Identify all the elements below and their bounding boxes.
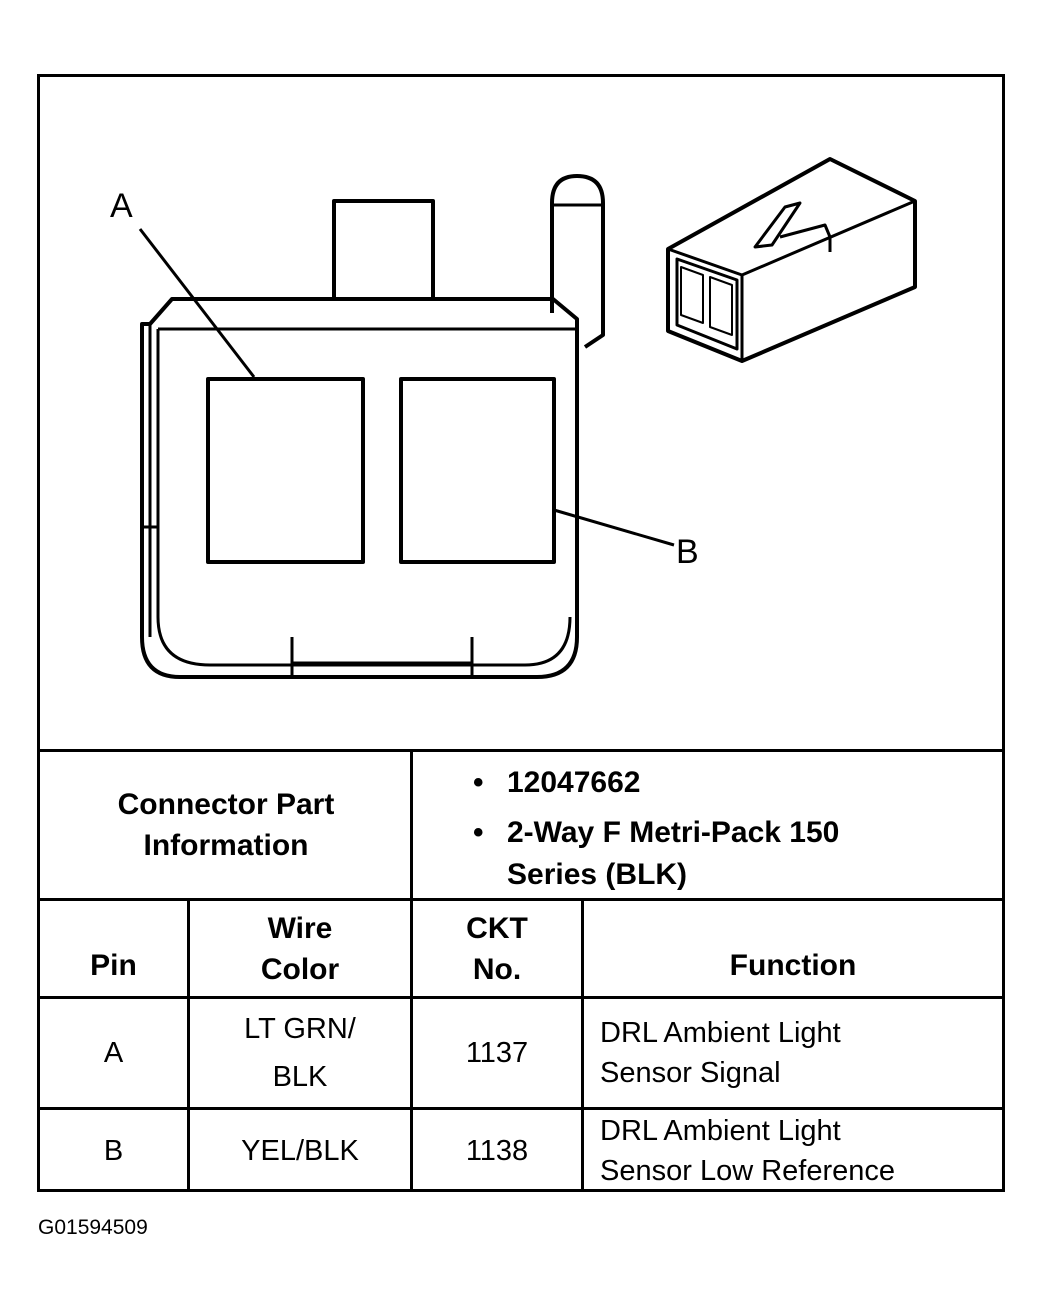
- locking-tab-shape: [332, 199, 435, 301]
- row-b-pin: B: [103, 1135, 124, 1167]
- connector-face-drawing: [138, 157, 917, 679]
- connector-info-label: Connector Part Information: [117, 788, 335, 862]
- bottom-notch: [290, 637, 474, 675]
- header-function: Function: [729, 949, 857, 982]
- connector-info-item: • 12047662: [473, 762, 993, 804]
- connector-illustration: A B: [40, 77, 1002, 749]
- connector-info-table: Connector Part Information • 12047662 • …: [40, 749, 1002, 1189]
- polarizing-rib: [550, 174, 605, 349]
- pin-b-label: B: [676, 533, 699, 571]
- row-b-ckt: 1138: [465, 1135, 529, 1167]
- row-b-wire-color: YEL/BLK: [241, 1135, 359, 1167]
- connector-description: 2-Way F Metri-Pack 150 Series (BLK): [507, 816, 840, 891]
- bullet-icon: •: [473, 766, 484, 799]
- connector-info-item: • 2-Way F Metri-Pack 150 Series (BLK): [473, 812, 993, 896]
- connector-diagram-frame: A B Connector Part Information • 1204766…: [37, 74, 1005, 1192]
- bullet-icon: •: [473, 816, 484, 849]
- row-b-function: DRL Ambient Light Sensor Low Reference: [600, 1115, 895, 1187]
- row-a-ckt: 1137: [465, 1037, 529, 1069]
- connector-outer-shell: [140, 297, 579, 679]
- connector-3d-view: [666, 157, 917, 363]
- connector-info-label-cell: Connector Part Information: [40, 752, 412, 898]
- pin-a-label: A: [110, 187, 133, 225]
- connector-info-list: • 12047662 • 2-Way F Metri-Pack 150 Seri…: [473, 762, 993, 904]
- leader-line-b: [553, 508, 675, 547]
- leader-line-a: [138, 228, 256, 378]
- connector-inner-wall: [156, 327, 576, 667]
- header-pin: Pin: [90, 949, 137, 982]
- figure-id: G01594509: [38, 1216, 148, 1239]
- row-a-pin: A: [103, 1037, 124, 1069]
- terminal-cavity-b: [399, 377, 556, 564]
- part-number: 12047662: [507, 766, 641, 799]
- row-a-wire-color: LT GRN/ BLK: [244, 1013, 356, 1093]
- header-ckt-no: CKT No.: [466, 911, 528, 986]
- terminal-cavity-a: [206, 377, 365, 564]
- header-wire-color: Wire Color: [260, 911, 340, 986]
- row-a-function: DRL Ambient Light Sensor Signal: [600, 1017, 841, 1089]
